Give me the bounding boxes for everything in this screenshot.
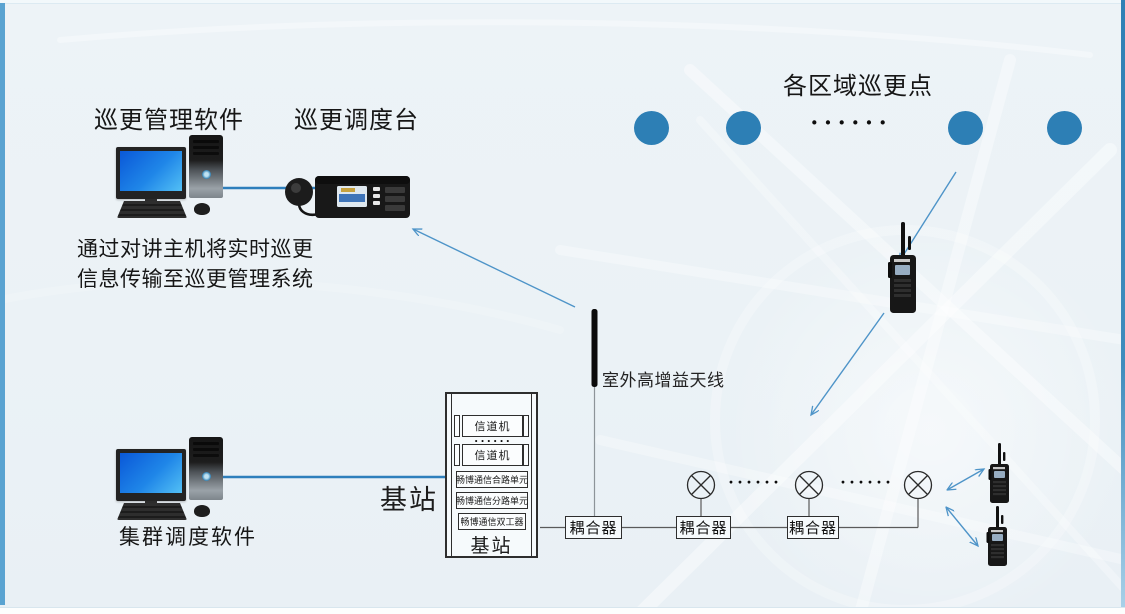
dispatch-console-radio (283, 166, 415, 226)
arrow-antenna-to-console (413, 229, 576, 308)
computer-tower-icon (189, 135, 223, 198)
duplexer-unit: 畅博通信双工器 (458, 513, 526, 530)
outdoor-antenna-icon (591, 309, 598, 517)
mouse-icon (194, 505, 210, 517)
coupler-1: 耦合器 (565, 516, 622, 539)
patrol-software-title: 巡更管理软件 (94, 108, 244, 134)
frame-right-edge (1121, 0, 1125, 607)
arrow-antenna-to-radio2 (946, 507, 978, 546)
patrol-handheld-radio (884, 222, 922, 316)
rack-base-station-label: 基站 (470, 536, 513, 557)
ceiling-antenna-icon-1 (686, 470, 716, 500)
patrol-point-circle-4 (1047, 111, 1082, 145)
ceiling-antenna-icon-3 (903, 470, 933, 500)
trunking-software-label: 集群调度软件 (119, 525, 257, 549)
frame-left-edge (0, 3, 5, 605)
frame-bottom-edge (0, 607, 1125, 614)
coupler-3: 耦合器 (787, 516, 839, 539)
channel-unit-2: 信道机 (462, 444, 523, 466)
antenna-row-ellipsis-1: ······ (728, 472, 783, 492)
base-station-rack: 信道机 ······ 信道机 畅博通信合路单元 畅博通信分路单元 畅博通信双工器… (445, 392, 538, 558)
outdoor-antenna-label: 室外高增益天线 (602, 371, 725, 390)
tower-logo-icon (202, 170, 211, 179)
keyboard-icon (117, 201, 187, 218)
patrol-point-circle-2 (726, 111, 761, 145)
splitter-unit: 畅博通信分路单元 (456, 492, 528, 509)
trunking-computer (114, 436, 226, 532)
antenna-row-ellipsis-2: ······ (840, 472, 895, 492)
patrol-points-ellipsis: ······ (810, 108, 893, 137)
mouse-icon (194, 203, 210, 215)
patrol-radio-1 (986, 443, 1014, 505)
management-computer (114, 134, 226, 230)
channel-unit-1: 信道机 (462, 415, 523, 437)
keyboard-icon (117, 503, 187, 520)
arrow-antenna-to-radio1 (947, 469, 984, 490)
arrow-radio-to-network (811, 312, 885, 415)
frame-top-edge (0, 0, 1125, 4)
tower-logo-icon (202, 472, 211, 481)
patrol-console-title: 巡更调度台 (294, 108, 419, 134)
base-station-big-label: 基站 (380, 485, 438, 515)
coupler-2: 耦合器 (676, 516, 731, 539)
patrol-points-title: 各区域巡更点 (783, 74, 933, 100)
patrol-radio-2 (984, 506, 1012, 568)
ceiling-antenna-icon-2 (794, 470, 824, 500)
patrol-point-circle-3 (948, 111, 983, 145)
combiner-unit: 畅博通信合路单元 (456, 471, 528, 488)
patrol-point-circle-1 (634, 111, 669, 145)
note-line-1: 通过对讲主机将实时巡更 (77, 237, 314, 261)
note-line-2: 信息传输至巡更管理系统 (77, 267, 314, 291)
computer-tower-icon (189, 437, 223, 500)
